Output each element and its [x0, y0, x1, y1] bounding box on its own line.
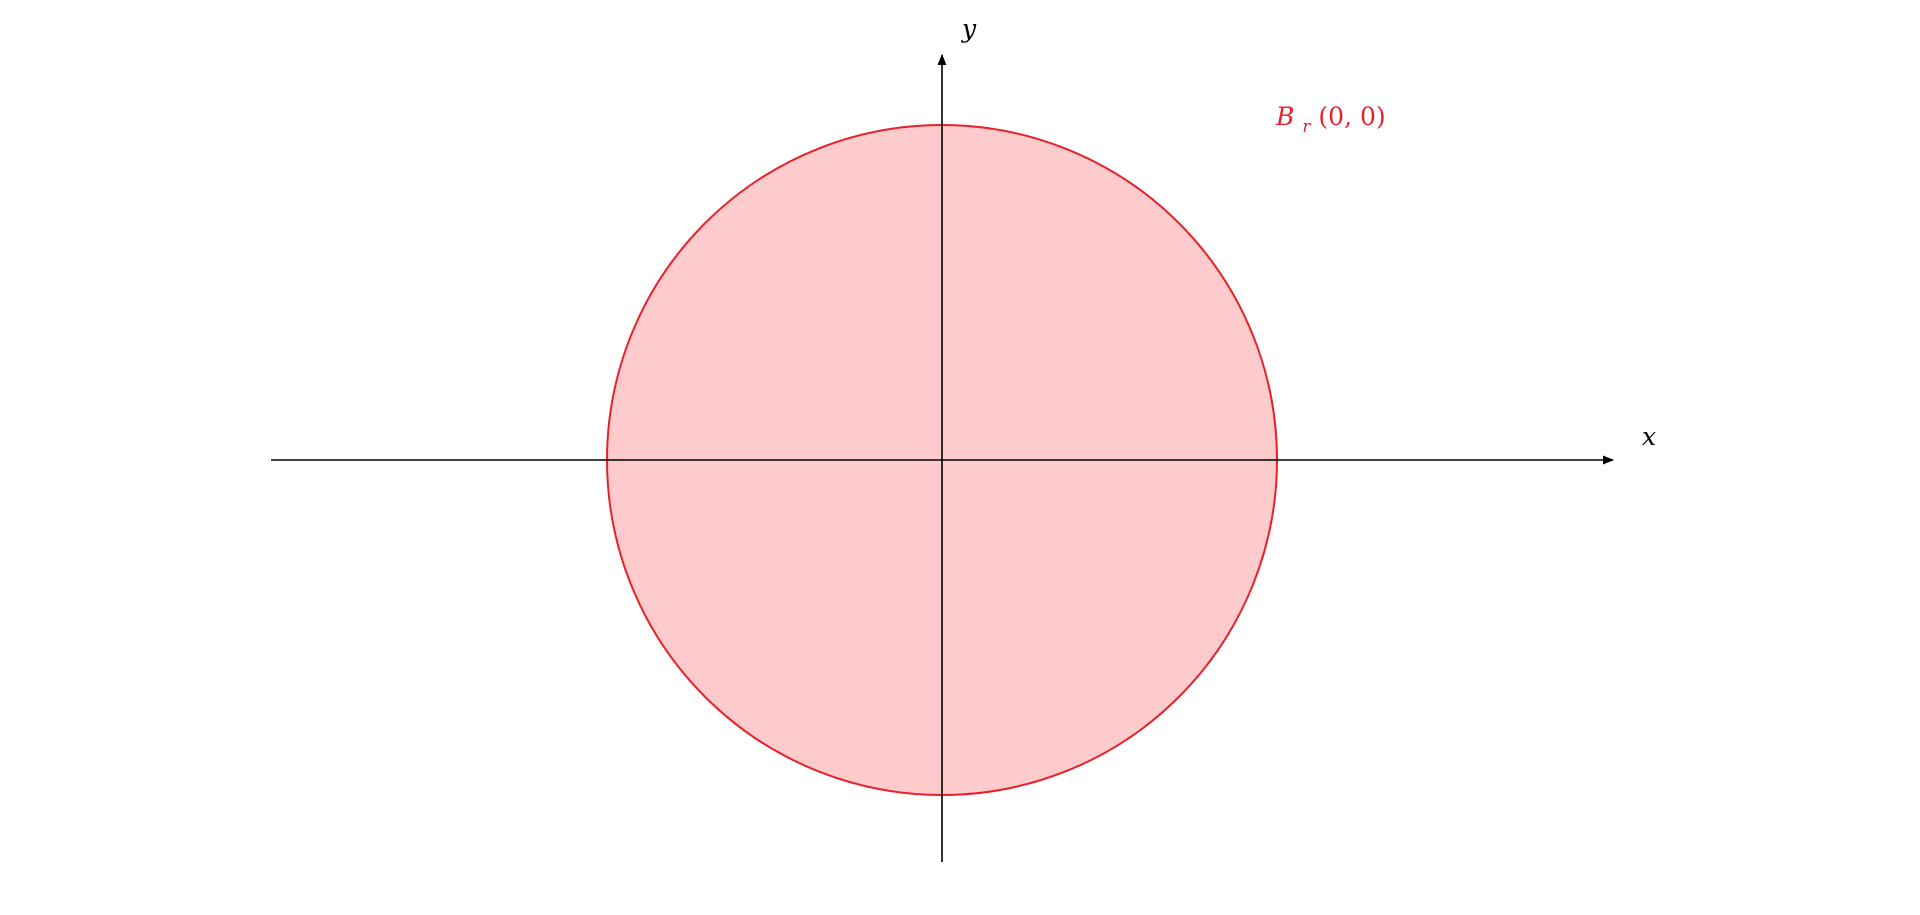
y-axis-label: y [961, 14, 977, 43]
ball-label-args: (0, 0) [1318, 102, 1385, 131]
ball-label: B r (0, 0) [1275, 102, 1386, 138]
x-axis-label: x [1642, 422, 1656, 451]
ball-label-main: B [1275, 102, 1294, 131]
ball-label-subscript: r [1302, 117, 1311, 137]
